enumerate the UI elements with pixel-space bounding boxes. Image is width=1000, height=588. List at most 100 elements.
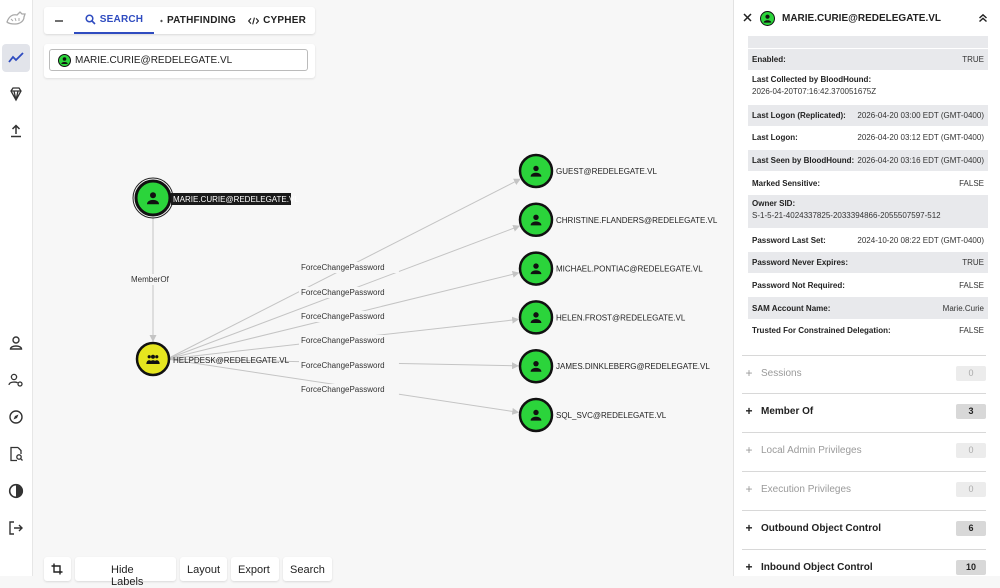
collapse-button[interactable] bbox=[44, 7, 74, 34]
target-user-label: MICHAEL.PONTIAC@REDELEGATE.VL bbox=[556, 265, 703, 274]
graph-canvas[interactable]: MemberOfForceChangePasswordForceChangePa… bbox=[33, 0, 733, 576]
property-value: 2026-04-20 03:12 EDT (GMT-0400) bbox=[857, 133, 984, 142]
search-button[interactable]: Search bbox=[283, 557, 332, 581]
minus-icon bbox=[54, 16, 64, 26]
property-value: FALSE bbox=[959, 179, 984, 188]
code-icon bbox=[248, 16, 259, 26]
entity-panel-title: MARIE.CURIE@REDELEGATE.VL bbox=[782, 13, 941, 24]
section-label: Execution Privileges bbox=[761, 484, 956, 495]
target-user-label: CHRISTINE.FLANDERS@REDELEGATE.VL bbox=[556, 216, 718, 225]
property-key: Marked Sensitive: bbox=[752, 179, 820, 188]
property-row: Last Logon (Replicated):2026-04-20 03:00… bbox=[748, 105, 988, 126]
section-count-badge: 10 bbox=[956, 560, 986, 575]
directions-icon bbox=[160, 16, 163, 26]
force-change-password-label[interactable]: ForceChangePassword bbox=[299, 335, 399, 346]
sidebar-user-settings-icon[interactable] bbox=[2, 366, 30, 394]
property-key: Last Seen by BloodHound: bbox=[752, 156, 854, 165]
property-row-cut bbox=[748, 36, 988, 48]
layout-button[interactable]: Layout bbox=[180, 557, 227, 581]
property-value: TRUE bbox=[962, 258, 984, 267]
section-label: Local Admin Privileges bbox=[761, 445, 956, 456]
expand-plus-icon: + bbox=[742, 404, 756, 418]
graph-svg[interactable]: MemberOfForceChangePasswordForceChangePa… bbox=[33, 0, 733, 576]
sidebar-user-icon[interactable] bbox=[2, 329, 30, 357]
group-node-circle bbox=[137, 343, 169, 375]
chevron-up-icon[interactable] bbox=[978, 13, 988, 26]
section-outbound-object-control[interactable]: +Outbound Object Control6 bbox=[742, 510, 986, 545]
target-user-node[interactable]: HELEN.FROST@REDELEGATE.VL bbox=[520, 301, 686, 333]
hide-labels-button[interactable]: Hide Labels bbox=[75, 557, 176, 581]
user-head bbox=[533, 263, 538, 268]
group-member-head bbox=[148, 355, 151, 358]
sidebar-file-search-icon[interactable] bbox=[2, 440, 30, 468]
tab-pathfinding-label: PATHFINDING bbox=[167, 15, 236, 26]
tab-search[interactable]: SEARCH bbox=[74, 7, 154, 34]
section-count-badge: 3 bbox=[956, 404, 986, 419]
property-row: Owner SID: S-1-5-21-4024337825-2033394866… bbox=[748, 195, 988, 228]
property-row: Last Seen by BloodHound:2026-04-20 03:16… bbox=[748, 150, 988, 171]
top-tab-bar: SEARCH PATHFINDING CYPHER bbox=[44, 7, 315, 34]
bloodhound-logo-icon bbox=[2, 4, 30, 32]
force-change-password-label[interactable]: ForceChangePassword bbox=[299, 287, 399, 298]
property-row: Password Last Set:2024-10-20 08:22 EDT (… bbox=[748, 229, 988, 251]
force-change-password-label[interactable]: ForceChangePassword bbox=[299, 384, 399, 395]
crop-icon bbox=[51, 563, 63, 575]
section-count-badge: 0 bbox=[956, 366, 986, 381]
crop-button[interactable] bbox=[44, 557, 71, 581]
property-value: 2026-04-20T07:16:42.370051675Z bbox=[752, 87, 984, 96]
section-inbound-object-control[interactable]: +Inbound Object Control10 bbox=[742, 549, 986, 576]
group-node-label: HELPDESK@REDELEGATE.VL bbox=[173, 356, 290, 365]
target-user-node[interactable]: SQL_SVC@REDELEGATE.VL bbox=[520, 399, 667, 431]
expand-plus-icon: + bbox=[742, 443, 756, 457]
sidebar-explore-icon[interactable] bbox=[2, 44, 30, 72]
target-user-node[interactable]: JAMES.DINKLEBERG@REDELEGATE.VL bbox=[520, 350, 710, 382]
search-input-value: MARIE.CURIE@REDELEGATE.VL bbox=[75, 55, 232, 66]
target-user-label: HELEN.FROST@REDELEGATE.VL bbox=[556, 313, 686, 322]
section-execution-privileges: +Execution Privileges0 bbox=[742, 471, 986, 506]
property-row: Marked Sensitive: FALSE bbox=[748, 172, 988, 194]
property-value: S-1-5-21-4024337825-2033394866-205550759… bbox=[752, 211, 984, 220]
section-count-badge: 0 bbox=[956, 443, 986, 458]
sidebar-logout-icon[interactable] bbox=[2, 514, 30, 542]
search-input[interactable]: MARIE.CURIE@REDELEGATE.VL bbox=[49, 49, 308, 71]
close-icon[interactable] bbox=[743, 13, 752, 25]
property-key: Last Logon: bbox=[752, 133, 798, 142]
member-of-edge-label[interactable]: MemberOf bbox=[129, 274, 173, 285]
force-change-password-label[interactable]: ForceChangePassword bbox=[299, 262, 399, 273]
tab-cypher[interactable]: CYPHER bbox=[242, 7, 312, 34]
target-user-node[interactable]: GUEST@REDELEGATE.VL bbox=[520, 155, 657, 187]
user-head bbox=[533, 410, 538, 415]
section-label: Inbound Object Control bbox=[761, 562, 956, 573]
property-row: Enabled:TRUE bbox=[748, 49, 988, 70]
target-user-node[interactable]: CHRISTINE.FLANDERS@REDELEGATE.VL bbox=[520, 204, 718, 236]
expand-plus-icon: + bbox=[742, 482, 756, 496]
edge-label-text: ForceChangePassword bbox=[301, 336, 385, 345]
property-value: 2024-10-20 08:22 EDT (GMT-0400) bbox=[857, 236, 984, 245]
tab-pathfinding[interactable]: PATHFINDING bbox=[154, 7, 242, 34]
property-key: Trusted For Constrained Delegation: bbox=[752, 326, 891, 335]
edge-label-text: ForceChangePassword bbox=[301, 288, 385, 297]
user-node-icon bbox=[760, 11, 775, 29]
force-change-password-label[interactable]: ForceChangePassword bbox=[299, 311, 399, 322]
section-member-of[interactable]: +Member Of3 bbox=[742, 393, 986, 428]
sidebar-upload-icon[interactable] bbox=[2, 117, 30, 145]
property-key: Password Not Required: bbox=[752, 281, 845, 290]
tab-cypher-label: CYPHER bbox=[263, 15, 306, 26]
target-user-node[interactable]: MICHAEL.PONTIAC@REDELEGATE.VL bbox=[520, 253, 703, 285]
property-key: Owner SID: bbox=[752, 199, 984, 208]
edge-label-text: ForceChangePassword bbox=[301, 263, 385, 272]
sidebar-compass-icon[interactable] bbox=[2, 403, 30, 431]
property-key: Last Logon (Replicated): bbox=[752, 111, 846, 120]
export-button[interactable]: Export bbox=[231, 557, 279, 581]
property-row: SAM Account Name:Marie.Curie bbox=[748, 297, 988, 319]
target-user-label: GUEST@REDELEGATE.VL bbox=[556, 167, 657, 176]
sidebar-theme-icon[interactable] bbox=[2, 477, 30, 505]
force-change-password-label[interactable]: ForceChangePassword bbox=[299, 360, 399, 371]
entity-panel-header: MARIE.CURIE@REDELEGATE.VL bbox=[734, 0, 1000, 36]
group-member-head bbox=[155, 355, 158, 358]
user-head bbox=[150, 192, 156, 198]
target-user-label: SQL_SVC@REDELEGATE.VL bbox=[556, 411, 667, 420]
sidebar-diamond-icon[interactable] bbox=[2, 80, 30, 108]
source-user-node[interactable]: MARIE.CURIE@REDELEGATE.VL bbox=[133, 178, 299, 218]
property-value: Marie.Curie bbox=[943, 304, 984, 313]
